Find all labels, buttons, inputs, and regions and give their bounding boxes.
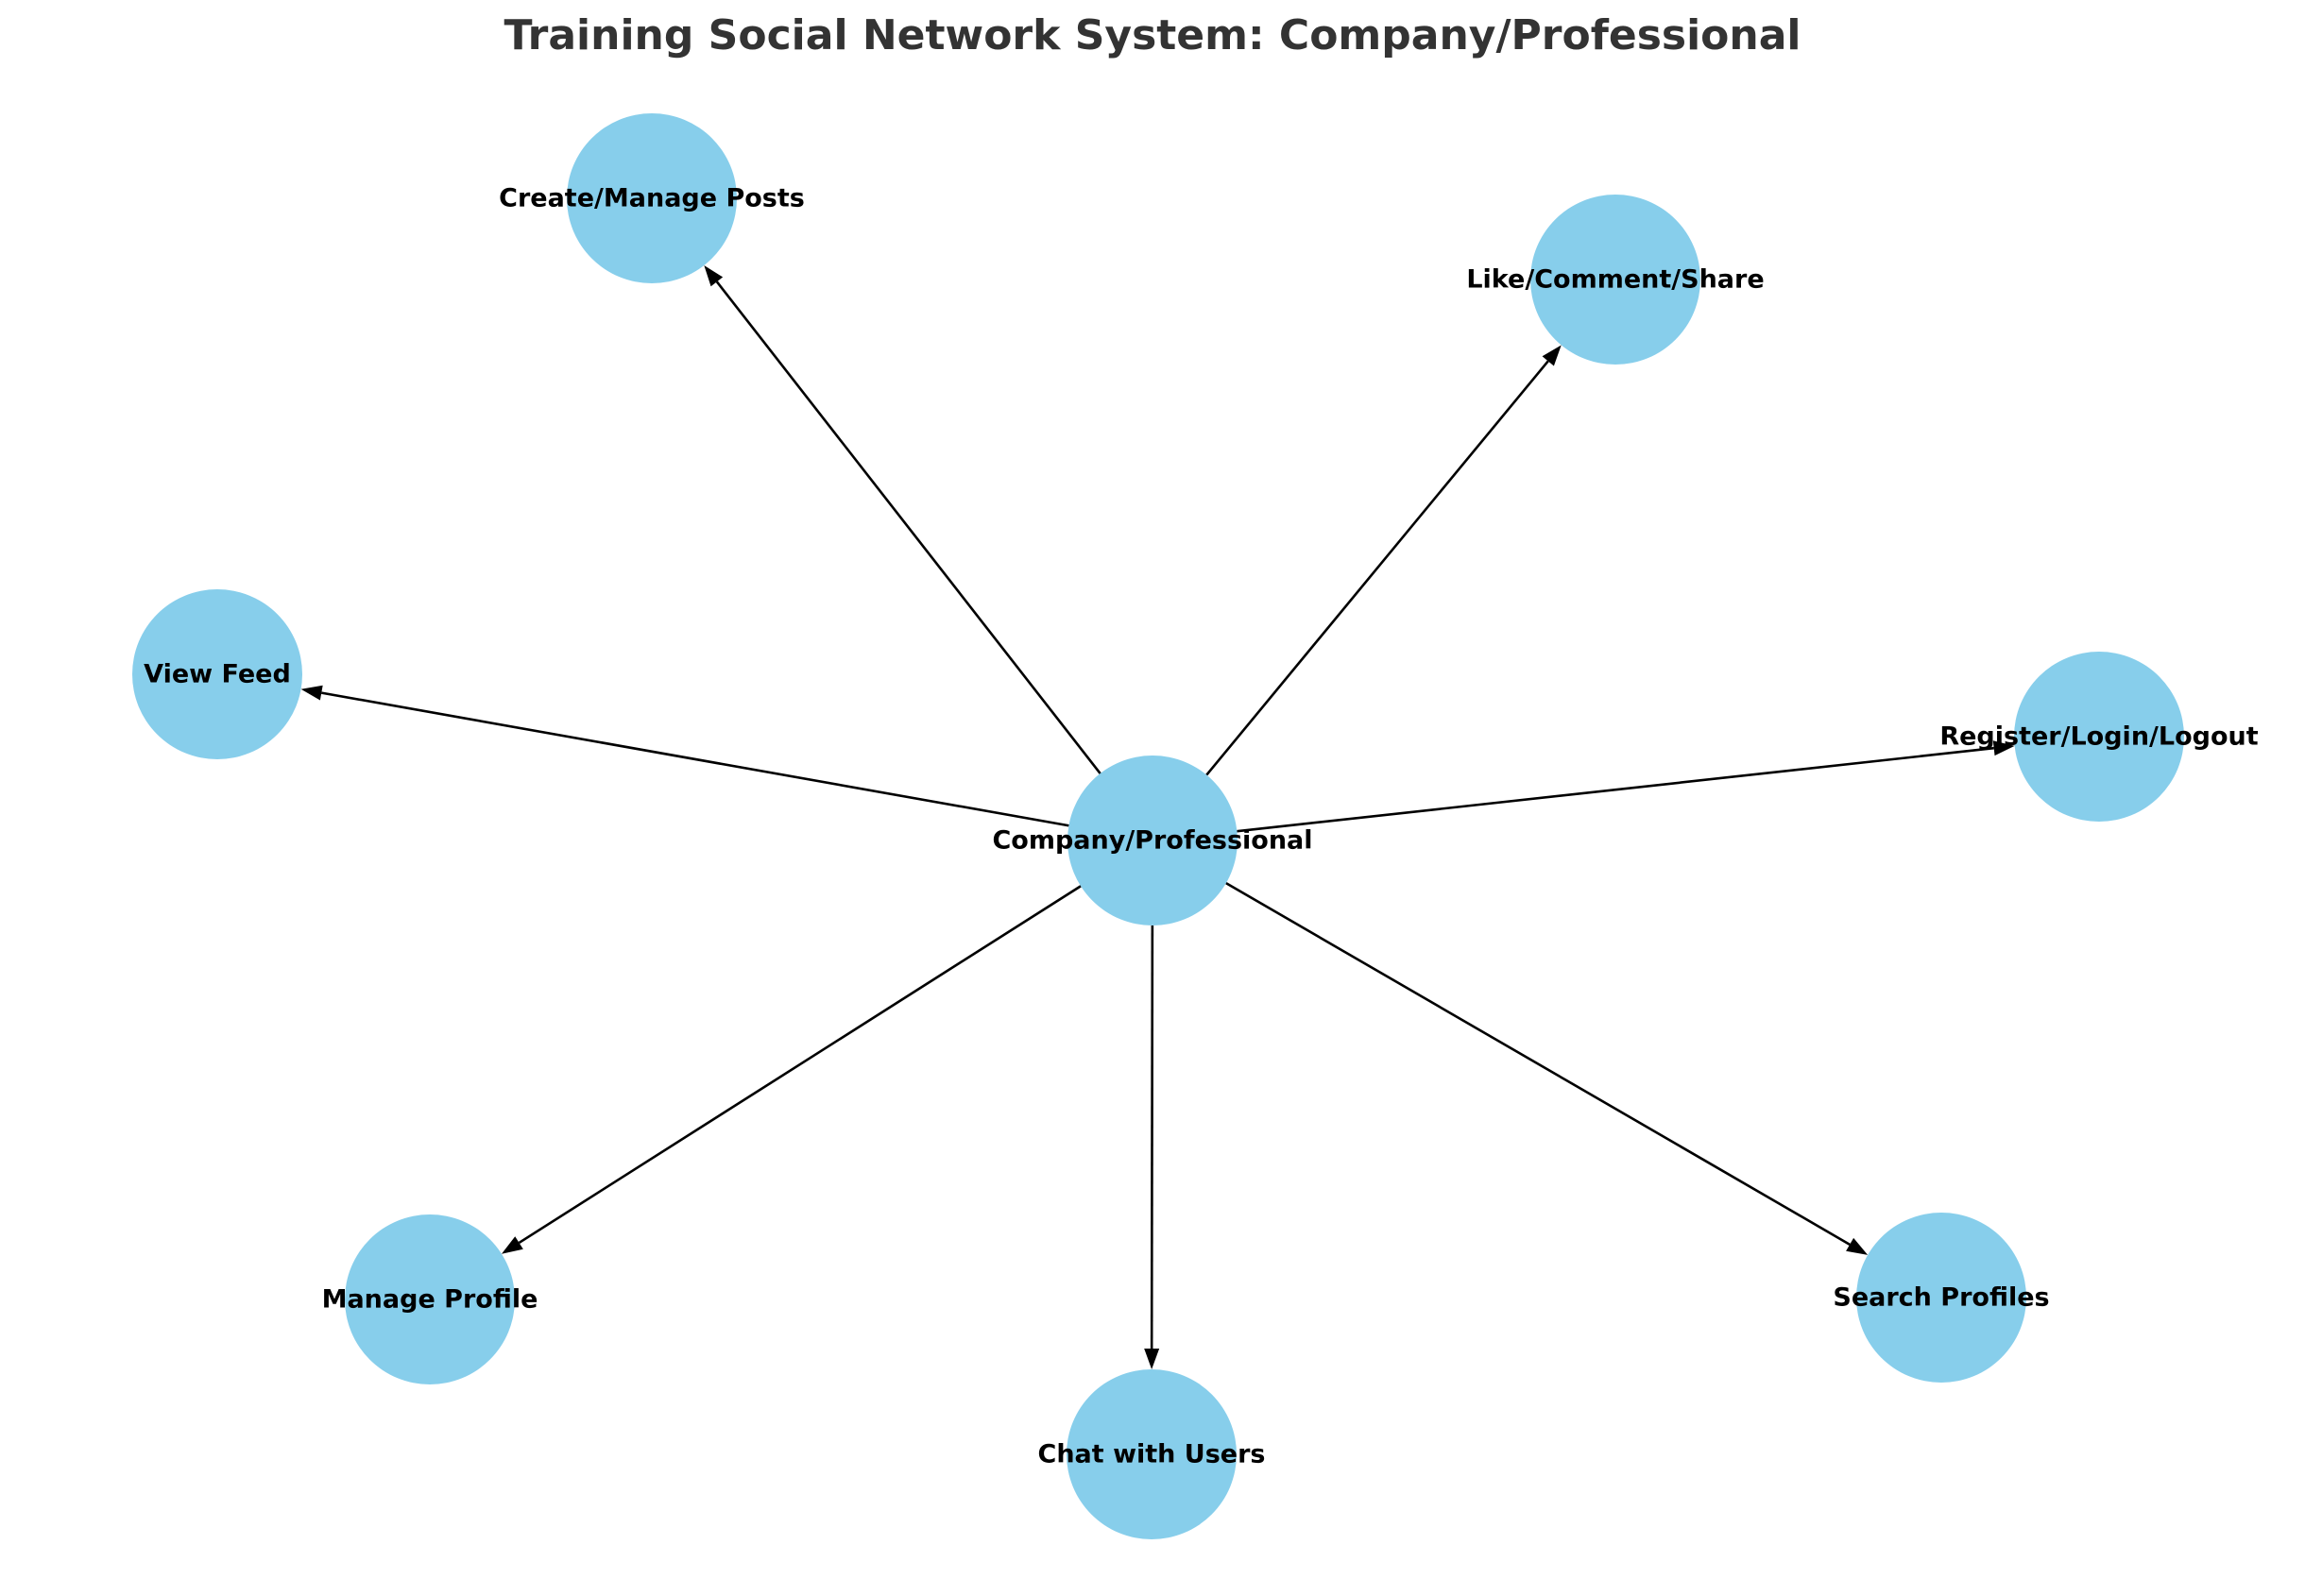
node-profile: Manage Profile: [322, 1214, 538, 1384]
node-label: Like/Comment/Share: [1466, 265, 1764, 295]
edge-line: [1237, 746, 1994, 833]
node-label: Register/Login/Logout: [1939, 722, 2258, 752]
edges-layer: [300, 264, 2015, 1370]
node-circle: [2014, 652, 2184, 822]
edge-center-to-register: [1237, 740, 2015, 833]
node-circle: [1856, 1213, 2026, 1383]
edge-line: [321, 691, 1069, 827]
node-label: Manage Profile: [322, 1285, 538, 1315]
arrowhead-icon: [1144, 1348, 1160, 1370]
edge-center-to-profile: [501, 885, 1082, 1254]
node-circle: [132, 589, 302, 759]
node-label: Search Profiles: [1833, 1283, 2049, 1313]
node-feed: View Feed: [132, 589, 302, 759]
node-center: Company/Professional: [992, 756, 1313, 925]
node-register: Register/Login/Logout: [1939, 652, 2259, 822]
node-label: Company/Professional: [992, 826, 1312, 856]
arrowhead-icon: [300, 685, 323, 701]
edge-center-to-feed: [300, 685, 1069, 827]
arrowhead-icon: [1992, 740, 2015, 756]
arrowhead-icon: [1542, 345, 1562, 366]
diagram-title: Training Social Network System: Company/…: [504, 11, 1801, 59]
nodes-layer: Company/Professional Create/Manage PostsL…: [132, 113, 2259, 1539]
node-chat: Chat with Users: [1038, 1369, 1266, 1539]
edge-line: [1225, 882, 1851, 1246]
node-like: Like/Comment/Share: [1466, 195, 1765, 365]
node-label: Chat with Users: [1038, 1440, 1266, 1469]
node-search: Search Profiles: [1833, 1213, 2050, 1383]
edge-line: [715, 280, 1101, 774]
edge-center-to-like: [1205, 345, 1562, 776]
arrowhead-icon: [1846, 1237, 1869, 1255]
node-posts: Create/Manage Posts: [499, 113, 805, 283]
arrowhead-icon: [704, 264, 724, 287]
node-label: Create/Manage Posts: [499, 184, 805, 213]
node-circle: [1530, 195, 1700, 365]
node-circle: [567, 113, 737, 283]
edge-line: [1205, 360, 1549, 776]
node-circle: [345, 1214, 515, 1384]
edge-center-to-search: [1225, 882, 1869, 1255]
arrowhead-icon: [501, 1236, 523, 1254]
edge-line: [518, 885, 1082, 1245]
node-circle: [1067, 1369, 1237, 1539]
edge-center-to-posts: [704, 264, 1101, 774]
edge-center-to-chat: [1144, 925, 1160, 1370]
node-label: View Feed: [144, 660, 291, 689]
node-circle: [1067, 756, 1238, 925]
